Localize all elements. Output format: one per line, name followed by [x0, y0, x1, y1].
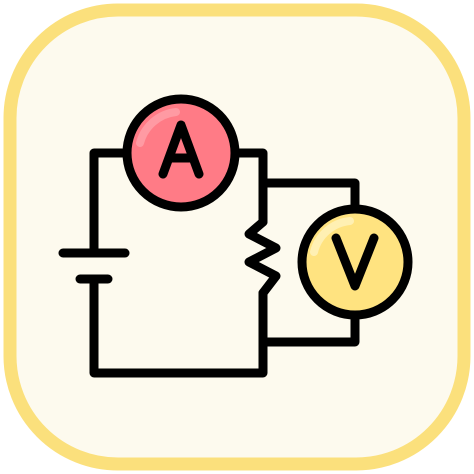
wire-bottom: [89, 274, 268, 378]
wire-voltmeter-top: [258, 178, 360, 215]
icon-tile: [3, 3, 471, 471]
voltmeter: [297, 204, 413, 320]
wire-top-right: [230, 148, 268, 227]
wire-top-left: [89, 148, 132, 258]
ammeter-dial: [122, 94, 240, 212]
voltmeter-letter: [331, 233, 379, 291]
ammeter: [122, 94, 240, 212]
ammeter-highlight: [136, 108, 180, 147]
resistor-symbol: [244, 217, 281, 298]
voltmeter-dial: [297, 204, 413, 320]
ammeter-letter: [158, 120, 204, 179]
battery-symbol: [58, 248, 130, 284]
wire-voltmeter-bottom: [258, 310, 360, 347]
voltmeter-highlight: [310, 217, 354, 256]
